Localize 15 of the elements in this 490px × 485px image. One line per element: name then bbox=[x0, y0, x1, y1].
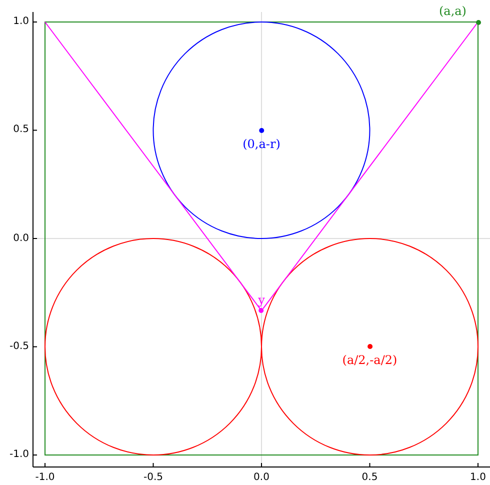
point-label: y bbox=[258, 293, 265, 308]
point-label: (a/2,-a/2) bbox=[342, 353, 398, 368]
tick-label: 0.0 bbox=[13, 232, 29, 244]
tick-label: 0.0 bbox=[254, 472, 270, 484]
tick-label: -1.0 bbox=[9, 449, 29, 461]
point-label: (a,a) bbox=[439, 4, 466, 18]
tick-label: 0.5 bbox=[362, 472, 378, 484]
tick-label: -1.0 bbox=[35, 472, 55, 484]
tick-label: 1.0 bbox=[13, 16, 29, 28]
tick-label: 0.5 bbox=[13, 124, 29, 136]
tick-label: -0.5 bbox=[9, 340, 29, 353]
tick-label: 1.0 bbox=[470, 472, 486, 484]
point-label: (0,a-r) bbox=[242, 136, 280, 151]
tick-label: -0.5 bbox=[144, 472, 163, 484]
line-segment bbox=[44, 22, 260, 310]
